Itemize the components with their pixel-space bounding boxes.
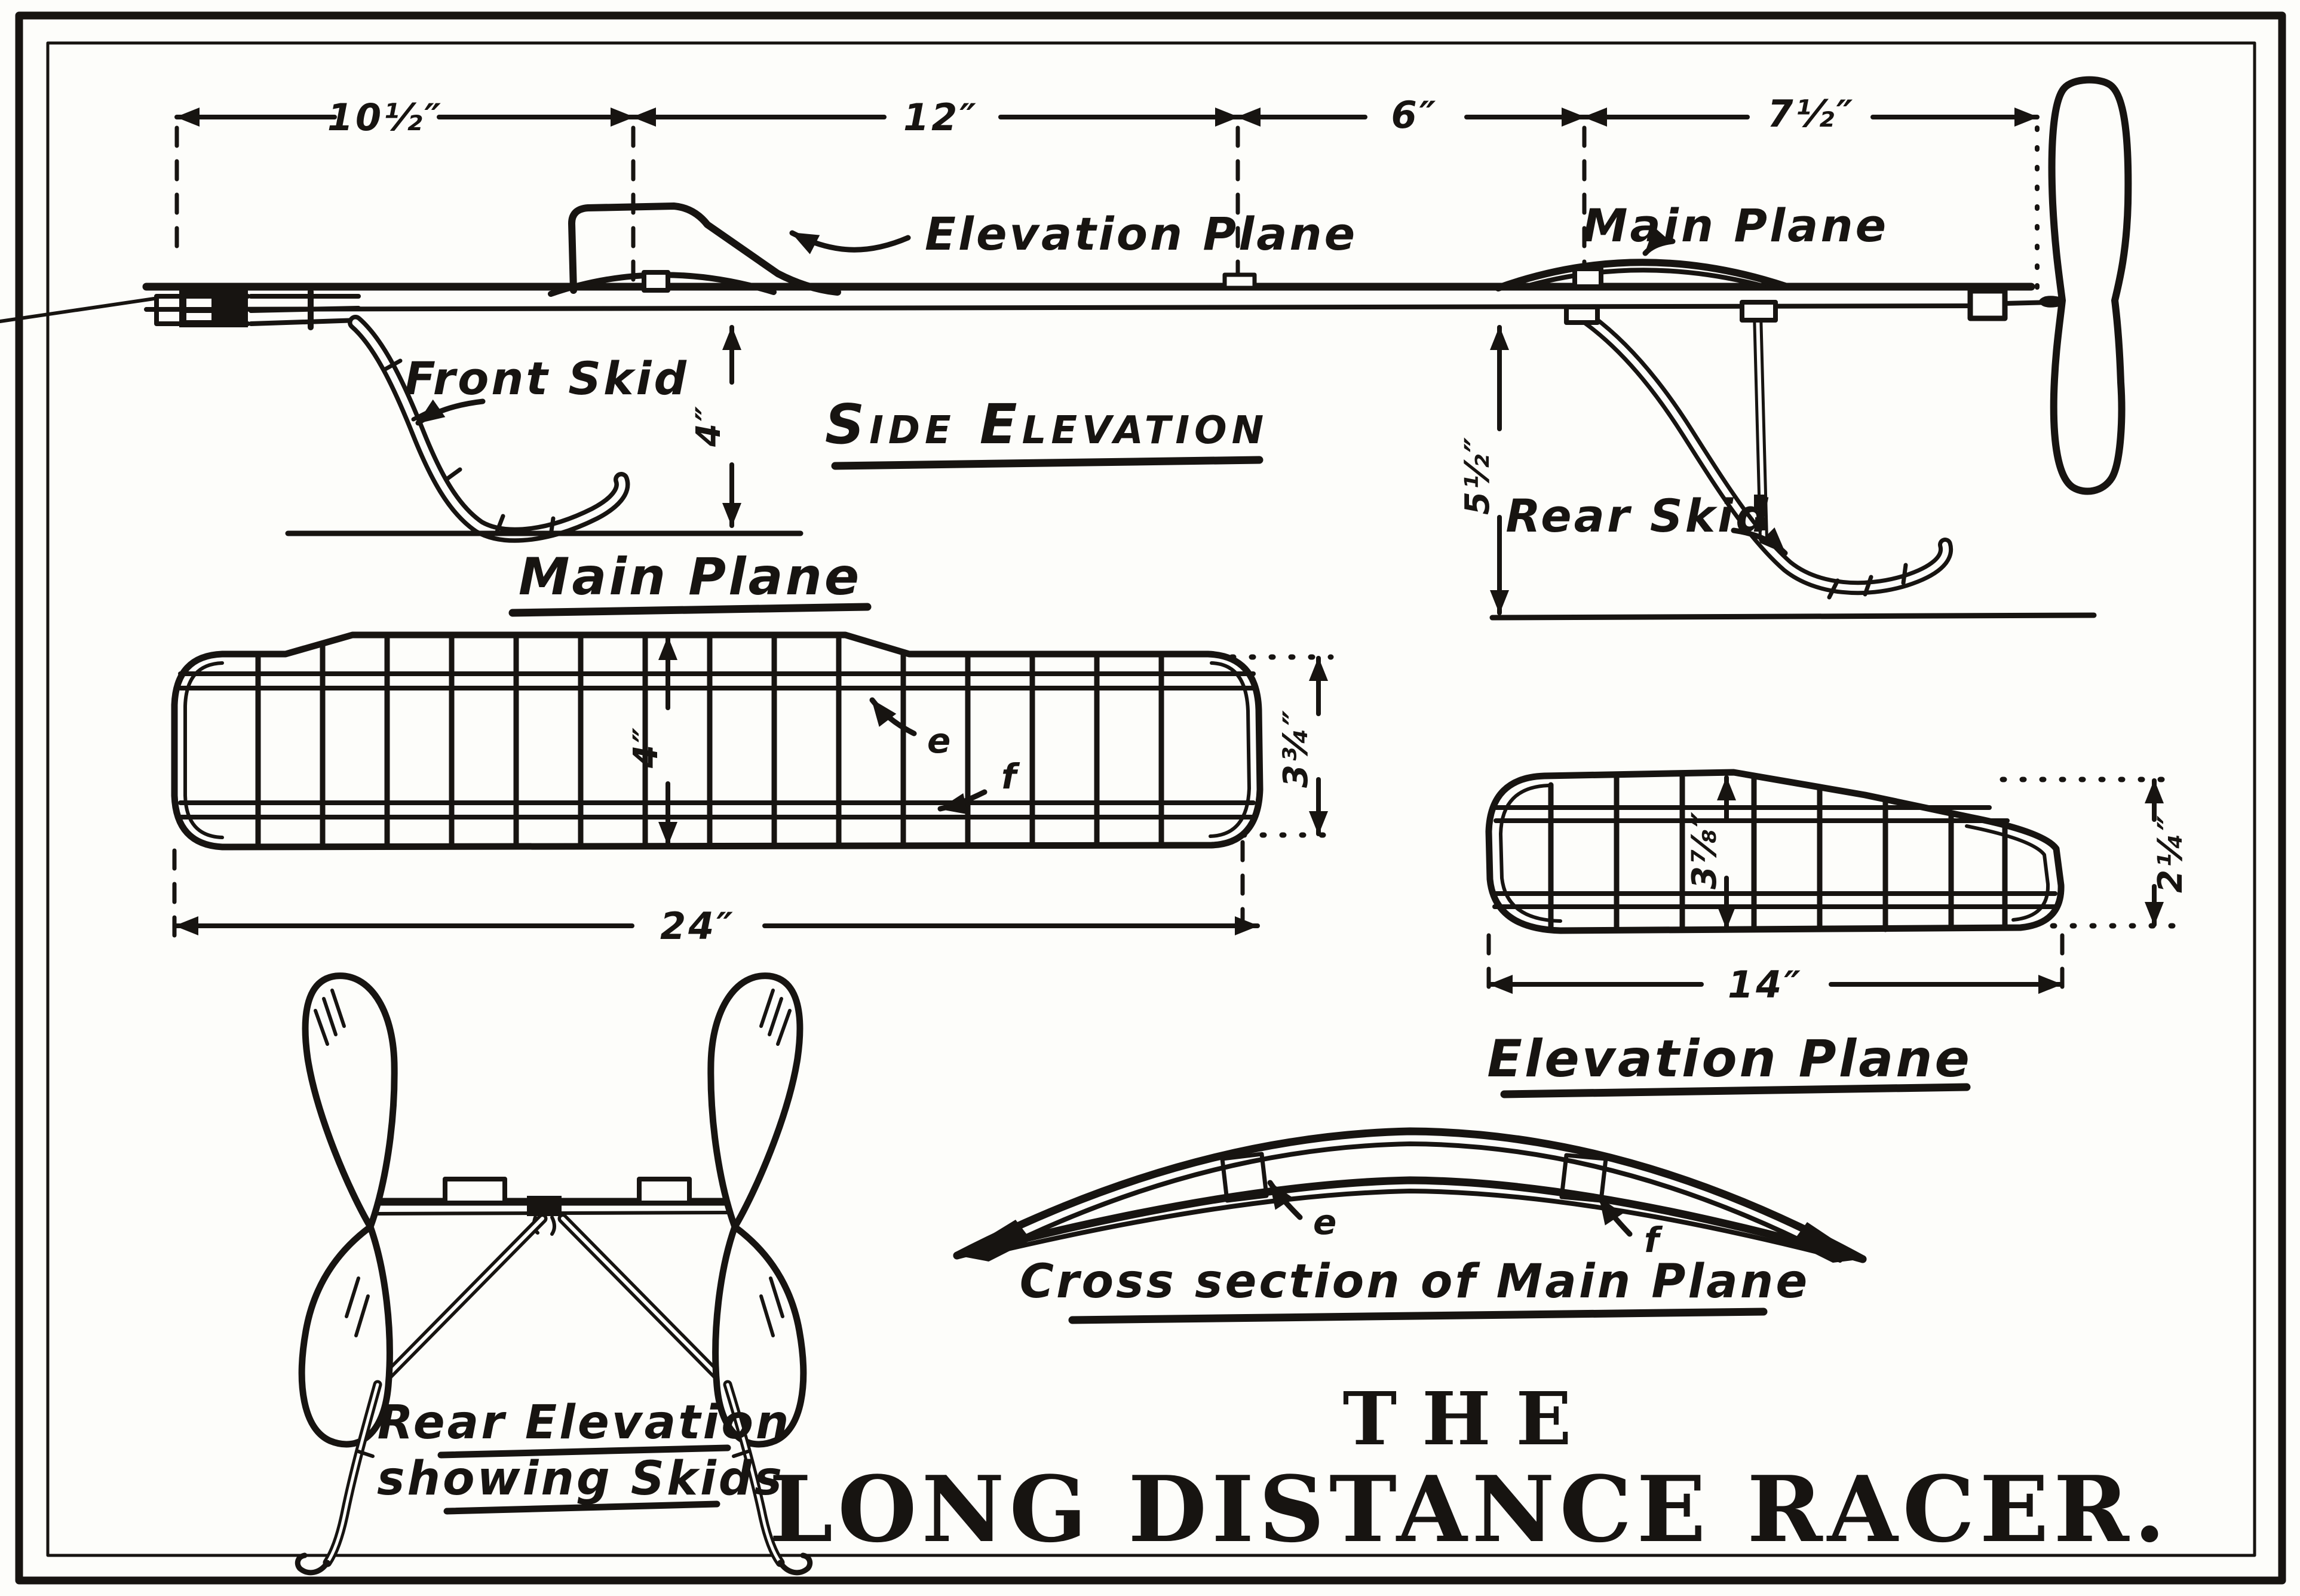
main-plane-underline (508, 603, 872, 617)
side-elevation-heading: Side Elevation (825, 392, 1268, 470)
elevation-plane-spars (1492, 805, 2059, 909)
dim-main-tip: 3¾″ (1277, 708, 1315, 788)
title-line-1: THE (1342, 1376, 1596, 1462)
dim-front-height: 4″ (689, 404, 728, 447)
svg-text:Side Elevation: Side Elevation (825, 392, 1268, 456)
rear-skid-label: Rear Skid (1505, 489, 1770, 542)
svg-text:showing Skids: showing Skids (377, 1452, 784, 1506)
rear-skid-struts (372, 1213, 733, 1391)
front-height-dimension: 4″ (689, 325, 741, 528)
main-plane-label: Main Plane (1583, 199, 1888, 252)
cross-section-underline (1068, 1308, 1768, 1324)
rear-skid-callout: Rear Skid (1505, 489, 1788, 556)
propeller-side (1967, 76, 2132, 495)
rear-height-dimension: 5½″ (1458, 325, 1509, 615)
elevation-plane-outline (1485, 769, 2065, 934)
left-propeller (298, 972, 398, 1448)
dim-elev-chord: 3⅞″ (1685, 809, 1724, 889)
propeller-bearing (1967, 288, 2008, 321)
rear-skid-legs (295, 1380, 813, 1576)
dim-6: 6″ (1391, 93, 1439, 137)
nose-block (179, 290, 248, 327)
main-plane-spars (178, 671, 1256, 820)
title-line-2: LONG DISTANCE RACER. (769, 1456, 2170, 1563)
dim-10-5: 10½″ (327, 96, 443, 139)
main-plane-point-e: e (869, 697, 953, 761)
cross-section-point-f: f (1597, 1195, 1663, 1260)
top-dimension-chain: 10½″ 12″ 6″ 7½″ (174, 92, 2040, 296)
propeller-shaft (2002, 300, 2055, 306)
side-elevation-underline (831, 456, 1264, 470)
main-plane-heading: Main Plane (508, 547, 872, 617)
right-propeller (707, 972, 807, 1448)
cross-section-point-e: e (1267, 1180, 1339, 1242)
main-plane-callout: Main Plane (1583, 199, 1888, 256)
main-plane-side (1495, 259, 1789, 291)
cross-section-view: e f Cross section of Main Plane (953, 1127, 1867, 1324)
outer-border (15, 11, 2286, 1585)
rear-ground-line (1489, 612, 2097, 621)
title-block: THE LONG DISTANCE RACER. (769, 1376, 2170, 1563)
front-skid (0, 297, 804, 543)
front-skid-label: Front Skid (404, 352, 689, 426)
main-plane-tip-dimension: 3¾″ (1229, 654, 1334, 938)
elevation-plane-chord-dimension: 3⅞″ (1685, 775, 1736, 931)
elevation-plane-callout: Elevation Plane (789, 207, 1357, 260)
rear-elevation-view: Rear Elevation showing Skids (295, 972, 813, 1576)
svg-text:Cross section of Main Plane: Cross section of Main Plane (1020, 1255, 1810, 1309)
main-plane-plan-view: Main Plane (171, 547, 1334, 948)
dim-elev-tip: 2¼″ (2151, 813, 2190, 893)
border-frame (15, 11, 2286, 1585)
stick-bottom-rail (144, 303, 1977, 312)
front-skid-pointer-arrow (415, 398, 486, 426)
elevation-plane-span-dimension: 14″ (1486, 933, 2065, 1006)
dim-12: 12″ (903, 96, 979, 139)
inner-border (46, 41, 2256, 1557)
rear-elevation-caption: Rear Elevation showing Skids (377, 1396, 792, 1515)
dim-rear-height: 5½″ (1458, 435, 1497, 515)
cross-section-caption: Cross section of Main Plane (1020, 1255, 1810, 1324)
rear-skid (1489, 300, 2097, 621)
svg-text:e: e (927, 720, 953, 761)
main-plane-point-f: f (937, 756, 1020, 815)
svg-text:Main Plane: Main Plane (519, 547, 861, 607)
side-elevation-view: 10½″ 12″ 6″ 7½″ (0, 76, 2132, 621)
elevation-plane-plan-view: 3⅞″ 2¼″ 14″ Elevation Plane (1485, 769, 2190, 1098)
rear-skid-pointer-arrow (1731, 527, 1788, 556)
main-plane-span-dimension: 24″ (172, 848, 1260, 948)
fuselage-stick (142, 272, 2035, 330)
elevation-plane-heading: Elevation Plane (1487, 1029, 1972, 1098)
main-plane-pointer-arrow (1642, 226, 1676, 256)
elevation-plane-tip-dimension: 2¼″ (2000, 776, 2190, 929)
dim-main-chord: 4″ (627, 725, 666, 769)
elevation-plane-heading-underline (1500, 1083, 1971, 1098)
dim-elev-span: 14″ (1728, 963, 1803, 1006)
svg-text:e: e (1313, 1202, 1339, 1242)
svg-text:f: f (1001, 756, 1020, 797)
rear-center-fitting (527, 1196, 562, 1216)
dim-7-5: 7½″ (1767, 92, 1855, 136)
svg-text:Rear Elevation: Rear Elevation (378, 1396, 792, 1450)
svg-text:Elevation Plane: Elevation Plane (1487, 1029, 1972, 1089)
svg-text:f: f (1644, 1220, 1663, 1260)
propeller-blade-outline (2048, 76, 2132, 495)
elevation-plane-pointer-arrow (789, 230, 911, 254)
elevation-fin (548, 202, 841, 297)
elevation-plane-label: Elevation Plane (925, 207, 1357, 260)
svg-text:Front Skid: Front Skid (404, 352, 689, 405)
dim-main-span: 24″ (660, 904, 735, 948)
main-plane-chord-dimension: 4″ (627, 635, 677, 847)
spar-section-e (1220, 1152, 1269, 1203)
main-plane-ribs (255, 632, 1164, 849)
stick-fitting (1222, 272, 1257, 290)
